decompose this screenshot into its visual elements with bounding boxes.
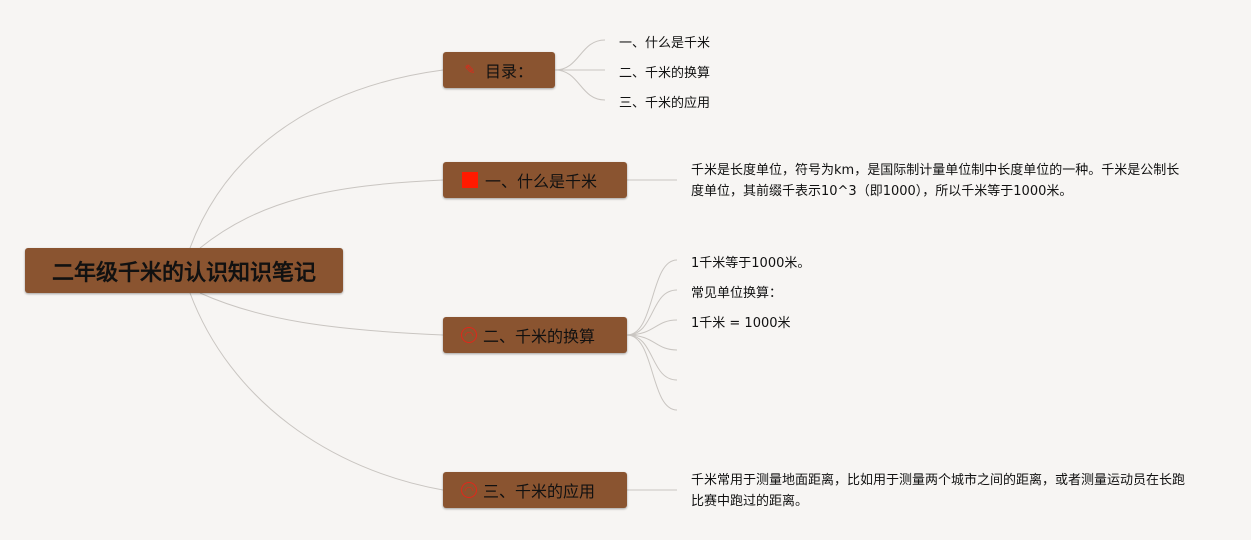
branch-conversion[interactable]: ◠ 二、千米的换算 — [443, 317, 627, 353]
branch-application[interactable]: ◠ 三、千米的应用 — [443, 472, 627, 508]
circle-outline-icon: ◠ — [461, 482, 477, 498]
branch-title: 二、千米的换算 — [483, 327, 596, 346]
branch-what-is-km[interactable]: 一、什么是千米 — [443, 162, 627, 198]
circle-outline-icon: ◠ — [461, 327, 477, 343]
pen-nib-icon: ✎ — [464, 62, 476, 78]
leaf-paragraph[interactable]: 千米是长度单位，符号为km，是国际制计量单位制中长度单位的一种。千米是公制长度单… — [691, 163, 1180, 199]
leaf-item[interactable]: 二、千米的换算 — [619, 66, 711, 81]
leaf-item[interactable]: 一、什么是千米 — [619, 36, 711, 51]
leaf-item[interactable]: 1千米等于1000米。 — [691, 256, 811, 271]
leaf-item[interactable]: 三、千米的应用 — [619, 96, 711, 111]
branch-title: 一、什么是千米 — [485, 172, 598, 191]
branch-title: 目录： — [485, 62, 534, 81]
branch-title: 三、千米的应用 — [483, 482, 596, 501]
root-title: 二年级千米的认识知识笔记 — [51, 260, 316, 286]
leaf-paragraph[interactable]: 千米常用于测量地面距离，比如用于测量两个城市之间的距离，或者测量运动员在长跑比赛… — [691, 473, 1186, 509]
root-topic[interactable]: 二年级千米的认识知识笔记 — [25, 248, 343, 293]
branch-contents[interactable]: ✎ 目录： — [443, 52, 555, 88]
red-square-icon — [462, 172, 478, 188]
leaf-item[interactable]: 常见单位换算： — [691, 286, 783, 301]
leaf-item[interactable]: 1千米 = 1000米 — [691, 316, 791, 331]
